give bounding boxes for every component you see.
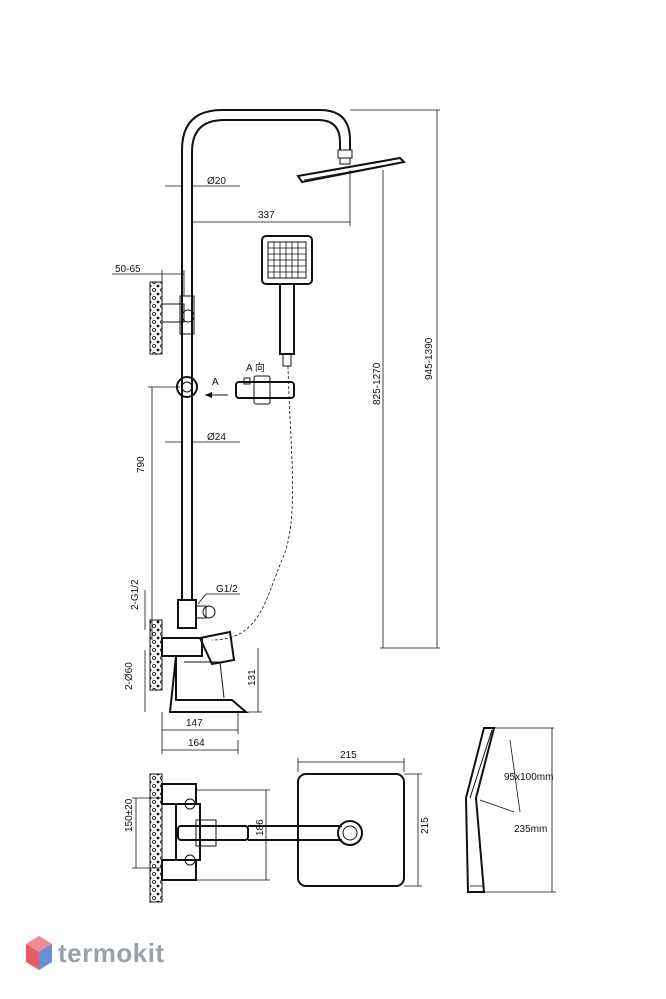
hand-shower-side-view: 95x100mm 235mm bbox=[464, 727, 556, 893]
view-a-label: A bbox=[212, 377, 219, 388]
dim-inlet-thread: 2-G1/2 bbox=[130, 579, 141, 610]
top-view-mixer: 150±20 186 bbox=[124, 773, 363, 903]
dim-pipe-diameter: Ø20 bbox=[207, 176, 226, 187]
dim-wall-offset: 50-65 bbox=[115, 264, 141, 275]
dim-depth-147: 147 bbox=[186, 718, 203, 729]
upper-wall-bracket bbox=[149, 281, 195, 355]
dim-head-height: 825-1270 bbox=[372, 362, 383, 405]
dim-escutcheon: 2-Ø60 bbox=[124, 662, 135, 690]
front-view: A A 向 bbox=[112, 109, 440, 754]
dim-total-height: 945-1390 bbox=[424, 337, 435, 380]
dim-slider-diameter: Ø24 bbox=[207, 432, 226, 443]
dim-outlet-thread: G1/2 bbox=[216, 584, 238, 595]
rain-head-top-view: 215 215 bbox=[297, 750, 431, 887]
dim-arm-reach: 337 bbox=[258, 210, 275, 221]
dim-head-width: 215 bbox=[340, 750, 357, 761]
dim-hand-head: 95x100mm bbox=[504, 772, 553, 783]
front-dimensions: Ø20 337 50-65 Ø24 790 825-1270 945-1390 … bbox=[112, 109, 440, 754]
rain-shower-head bbox=[296, 149, 407, 184]
riser-pipe bbox=[181, 109, 351, 600]
hand-shower bbox=[261, 235, 313, 367]
dim-hand-length: 235mm bbox=[514, 824, 547, 835]
dim-head-depth: 215 bbox=[420, 817, 431, 834]
termokit-logo-icon bbox=[26, 936, 52, 970]
riser-pipe-inner bbox=[191, 119, 341, 600]
top-dimensions: 150±20 186 bbox=[124, 789, 270, 881]
view-a-dir-label: A 向 bbox=[246, 361, 265, 374]
brand-name: termokit bbox=[58, 938, 165, 968]
shower-hose bbox=[211, 365, 293, 641]
dim-inlet-spacing: 150±20 bbox=[124, 798, 135, 832]
dim-spout-height: 131 bbox=[247, 669, 258, 686]
mixer-valve bbox=[149, 599, 249, 713]
dim-mixer-height: 186 bbox=[255, 819, 266, 836]
dim-depth-164: 164 bbox=[188, 738, 205, 749]
dim-handle-height: 790 bbox=[136, 456, 147, 473]
holder-a-view: A 向 bbox=[235, 361, 295, 405]
